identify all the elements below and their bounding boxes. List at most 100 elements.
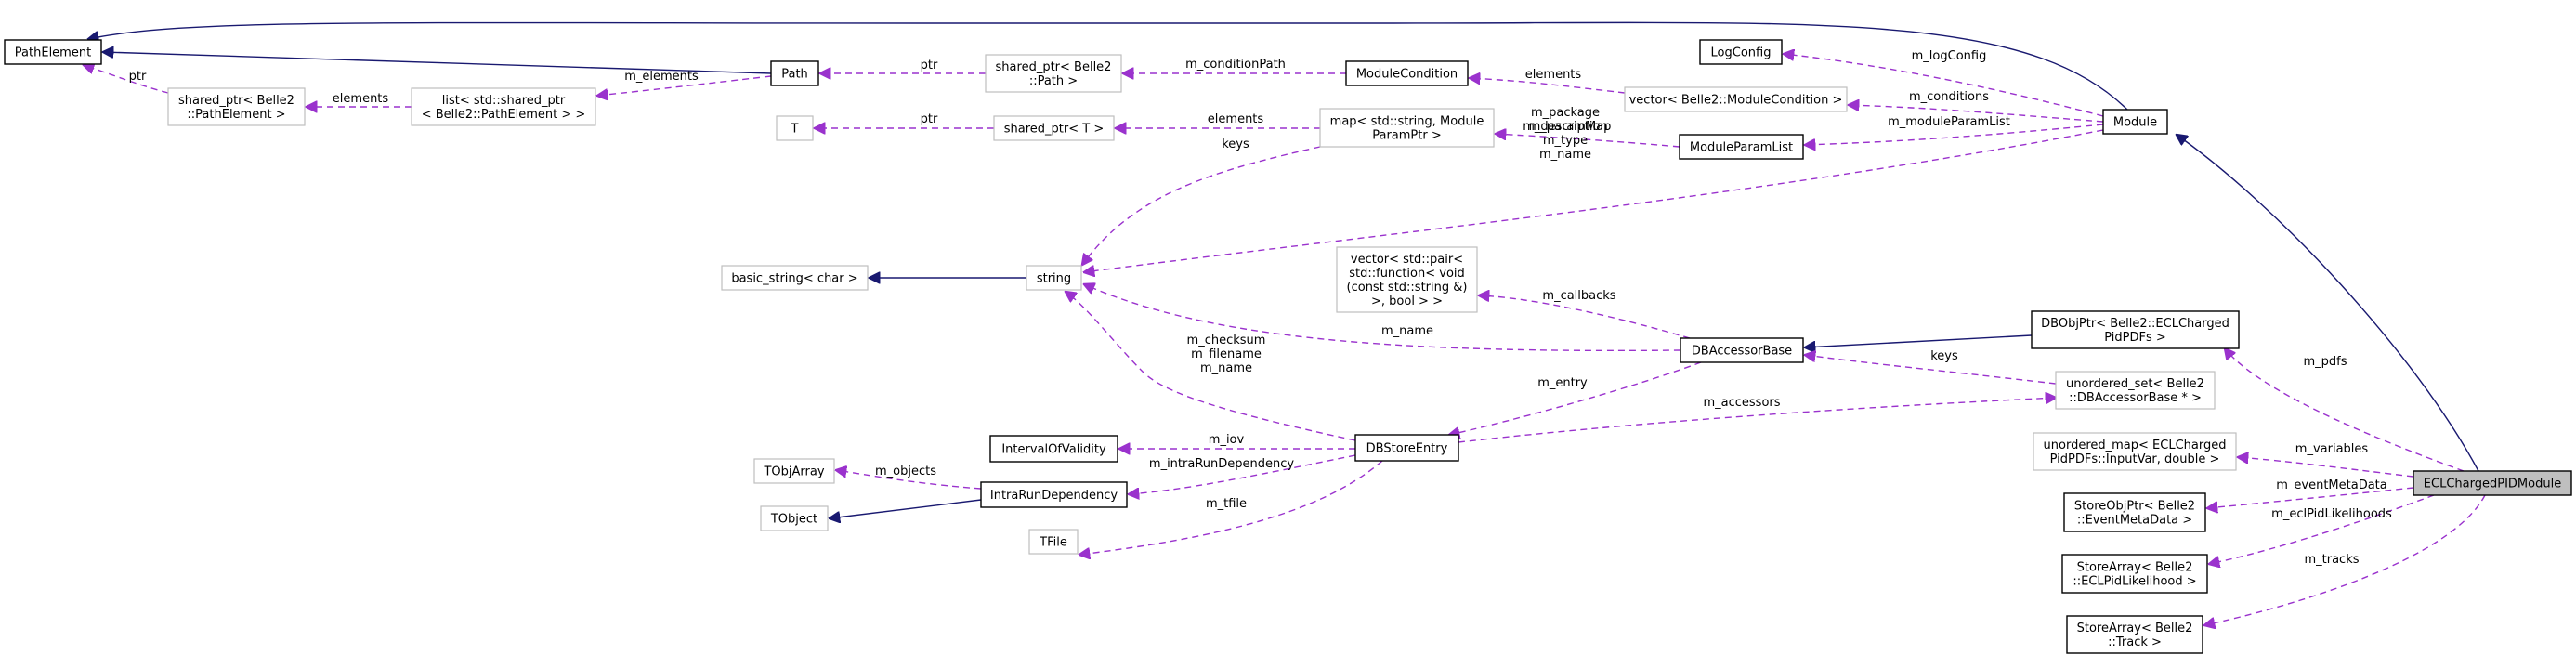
node-label-line: ModuleCondition bbox=[1356, 68, 1458, 82]
class-node-module[interactable]: Module bbox=[2102, 109, 2168, 135]
node-box bbox=[980, 481, 1128, 508]
class-node-dbaccessor-base[interactable]: DBAccessorBase bbox=[1680, 337, 1804, 363]
node-label: DBStoreEntry bbox=[1366, 442, 1448, 456]
edge-label-line: m_tfile bbox=[1206, 497, 1247, 511]
usage-edge-dbstore-entry-to-unordered-set bbox=[1458, 398, 2056, 443]
class-node-dbstore-entry[interactable]: DBStoreEntry bbox=[1354, 434, 1459, 462]
edge-label: m_logConfig bbox=[1912, 49, 1987, 63]
class-node-path[interactable]: Path bbox=[770, 60, 819, 86]
node-label-line: DBStoreEntry bbox=[1366, 442, 1448, 456]
node-label: IntervalOfValidity bbox=[1001, 443, 1106, 457]
node-label: IntraRunDependency bbox=[990, 489, 1118, 503]
usage-edge-dbaccessor-base-to-string bbox=[1084, 284, 1681, 352]
class-node-log-config[interactable]: LogConfig bbox=[1699, 39, 1783, 65]
class-node-intra-run-dependency[interactable]: IntraRunDependency bbox=[980, 481, 1128, 508]
node-box bbox=[760, 505, 829, 531]
usage-edge-map-param-to-string bbox=[1082, 146, 1321, 265]
inheritance-edge-intra-run-dependency-to-tobject bbox=[830, 499, 982, 518]
edge-label: m_elements bbox=[624, 70, 699, 84]
class-node-unordered-set: unordered_set< Belle2::DBAccessorBase * … bbox=[2055, 371, 2216, 410]
edge-label: m_tfile bbox=[1206, 497, 1247, 511]
edge-label: m_pdfs bbox=[2303, 355, 2347, 369]
node-label: TFile bbox=[1039, 536, 1067, 550]
class-node-path-element[interactable]: PathElement bbox=[4, 39, 102, 65]
usage-edge-vector-module-condition-to-module-condition bbox=[1470, 78, 1626, 94]
node-label-line: < Belle2::PathElement > > bbox=[422, 108, 586, 122]
edge-label-line: m_elements bbox=[624, 70, 699, 84]
class-node-module-condition[interactable]: ModuleCondition bbox=[1345, 60, 1469, 86]
node-label-line: PidPDFs::InputVar, double > bbox=[2050, 452, 2220, 466]
node-box bbox=[721, 265, 869, 291]
edge-label: m_conditionPath bbox=[1185, 58, 1286, 72]
edge-label: m_paramMap bbox=[1529, 120, 1612, 134]
node-box bbox=[1354, 434, 1459, 462]
node-label-line: T bbox=[791, 123, 799, 137]
node-box bbox=[2061, 554, 2208, 594]
edge-label-line: m_objects bbox=[875, 465, 936, 478]
inheritance-edge-eclcharged-pidmodule-to-module bbox=[2177, 135, 2479, 472]
edge-label-line: m_description bbox=[1523, 120, 1607, 134]
class-node-eclcharged-pidmodule[interactable]: ECLChargedPIDModule bbox=[2413, 470, 2572, 496]
node-label-line: map< std::string, Module bbox=[1330, 115, 1484, 129]
node-label: list< std::shared_ptr< Belle2::PathEleme… bbox=[422, 94, 586, 122]
usage-edge-dbstore-entry-to-intra-run-dependency bbox=[1129, 454, 1356, 494]
node-label: basic_string< char > bbox=[731, 272, 857, 286]
node-label: shared_ptr< T > bbox=[1004, 123, 1104, 137]
node-box bbox=[2033, 432, 2237, 471]
node-label: string bbox=[1037, 272, 1071, 286]
node-label-line: TObject bbox=[770, 513, 817, 527]
node-label-line: vector< std::pair< bbox=[1351, 253, 1463, 267]
node-box bbox=[1336, 246, 1478, 313]
node-label-line: std::function< void bbox=[1349, 267, 1465, 281]
usage-edge-module-param-list-to-map-param bbox=[1496, 134, 1680, 148]
edge-label-line: elements bbox=[333, 92, 389, 106]
node-box bbox=[1699, 39, 1783, 65]
node-label-line: StoreArray< Belle2 bbox=[2077, 622, 2193, 635]
edge-label-line: elements bbox=[1208, 112, 1264, 126]
node-label-line: IntervalOfValidity bbox=[1001, 443, 1106, 457]
edge-label: keys bbox=[1222, 138, 1249, 151]
edge-label-line: m_paramMap bbox=[1529, 120, 1612, 134]
class-node-interval-of-validity[interactable]: IntervalOfValidity bbox=[989, 435, 1118, 463]
node-label: TObjArray bbox=[763, 465, 824, 479]
class-node-store-array-track[interactable]: StoreArray< Belle2::Track > bbox=[2066, 615, 2203, 654]
node-label-line: StoreObjPtr< Belle2 bbox=[2074, 500, 2195, 514]
node-label-line: shared_ptr< Belle2 bbox=[996, 60, 1112, 74]
node-label-line: Path bbox=[781, 68, 808, 82]
usage-edge-unordered-set-to-dbaccessor-base bbox=[1805, 355, 2057, 385]
class-node-string: string bbox=[1026, 265, 1082, 291]
edge-label: m_callbacks bbox=[1542, 289, 1615, 303]
node-box bbox=[411, 87, 596, 126]
node-label-line: unordered_map< ECLCharged bbox=[2044, 439, 2227, 452]
class-node-module-param-list[interactable]: ModuleParamList bbox=[1679, 134, 1804, 160]
node-label-line: vector< Belle2::ModuleCondition > bbox=[1629, 94, 1843, 108]
edge-label-line: m_eventMetaData bbox=[2276, 478, 2387, 492]
usage-edge-eclcharged-pidmodule-to-dbobj-ptr bbox=[2225, 348, 2465, 472]
edge-label: m_eventMetaData bbox=[2276, 478, 2387, 492]
edge-label: keys bbox=[1930, 349, 1958, 363]
class-node-store-array-likelihood[interactable]: StoreArray< Belle2::ECLPidLikelihood > bbox=[2061, 554, 2208, 594]
node-label: vector< Belle2::ModuleCondition > bbox=[1629, 94, 1843, 108]
edge-label-line: keys bbox=[1222, 138, 1249, 151]
edge-label: m_tracks bbox=[2304, 553, 2359, 567]
node-label-line: DBAccessorBase bbox=[1692, 345, 1792, 359]
node-box bbox=[4, 39, 102, 65]
inheritance-edge-dbobj-ptr-to-dbaccessor-base bbox=[1805, 334, 2033, 347]
edge-label-line: m_name bbox=[1200, 361, 1252, 375]
node-label: TObject bbox=[770, 513, 817, 527]
class-node-basic-string: basic_string< char > bbox=[721, 265, 869, 291]
class-node-store-obj-ptr[interactable]: StoreObjPtr< Belle2::EventMetaData > bbox=[2063, 492, 2206, 532]
node-label-line: IntraRunDependency bbox=[990, 489, 1118, 503]
usage-edge-intra-run-dependency-to-tobj-array bbox=[836, 470, 982, 490]
edge-label-line: m_filename bbox=[1191, 347, 1262, 361]
class-node-list-shared-ptr: list< std::shared_ptr< Belle2::PathEleme… bbox=[411, 87, 596, 126]
edge-label: elements bbox=[333, 92, 389, 106]
usage-edge-module-to-vector-module-condition bbox=[1849, 105, 2104, 123]
node-label-line: >, bool > > bbox=[1371, 295, 1443, 308]
edge-label: m_name bbox=[1381, 324, 1433, 338]
